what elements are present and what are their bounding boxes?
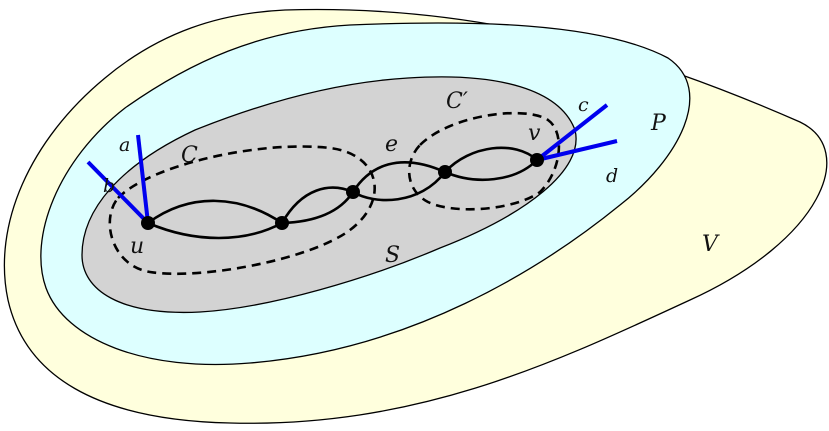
- edge-c: [535, 103, 609, 162]
- edge-w2-w3-upper: [351, 161, 446, 193]
- vertex-w1: [275, 216, 289, 230]
- label-c: c: [578, 94, 589, 116]
- vertex-w2: [346, 185, 360, 199]
- label-u: u: [130, 234, 144, 259]
- path-edges: [147, 146, 538, 240]
- label-a: a: [119, 134, 130, 156]
- vertex-w3: [438, 165, 452, 179]
- vertex-v: [530, 153, 544, 167]
- label-C: C: [181, 143, 198, 168]
- vertex-u: [141, 216, 155, 230]
- label-S: S: [385, 243, 400, 268]
- edge-w3-v-upper: [444, 146, 538, 173]
- edge-a: [136, 134, 150, 224]
- label-v: v: [528, 121, 541, 146]
- edge-w1-w2-lower: [281, 191, 355, 225]
- label-P: P: [650, 111, 667, 136]
- cycle-C-prime: [407, 111, 561, 211]
- label-e: e: [385, 132, 398, 157]
- edge-d: [536, 139, 618, 162]
- label-d: d: [606, 165, 618, 187]
- edge-b: [86, 160, 150, 225]
- cycle-C: [108, 145, 376, 276]
- blue-edges: [86, 103, 618, 225]
- vertices: [141, 153, 544, 230]
- label-V: V: [702, 232, 720, 257]
- edge-w3-v-lower: [444, 159, 538, 181]
- label-b: b: [103, 175, 115, 197]
- edge-w2-w3-lower: [352, 171, 447, 202]
- edge-w1-w2-upper: [280, 186, 354, 224]
- edge-u-w1-upper: [147, 199, 283, 225]
- label-C-prime: C′: [446, 89, 468, 114]
- edge-u-w1-lower: [147, 221, 283, 240]
